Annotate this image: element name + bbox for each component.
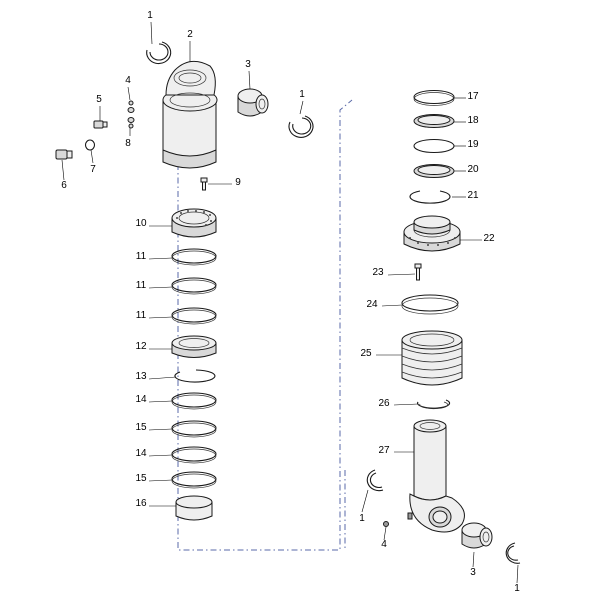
part-19-ring [413,138,455,154]
part-1-circlip-c [366,469,384,492]
callout-c1b: 1 [299,89,305,100]
part-20-ring [413,164,455,178]
part-27-piston-rod [407,419,465,533]
part-11-ring-a [171,248,217,266]
callout-c10: 10 [135,218,147,229]
part-21-snap-ring [409,190,451,204]
callout-c15b: 15 [135,473,147,484]
callout-c1a: 1 [147,10,153,21]
part-14-seal-a [171,392,217,410]
part-8-nut [127,117,135,129]
callout-c16: 16 [135,498,147,509]
callout-c14b: 14 [135,448,147,459]
part-26-snap-ring [417,399,451,410]
part-11-ring-b [171,277,217,295]
part-22-piston [403,215,461,252]
part-23-bolt [414,263,422,281]
part-13-snap-ring [174,369,216,383]
part-4-nut-b [383,521,389,527]
callout-c9: 9 [235,177,241,188]
callout-c17: 17 [467,91,479,102]
part-16-bushing [175,495,213,521]
part-15-seal-a [171,420,217,438]
part-1-circlip-a [146,41,172,65]
part-3-bushing-a [237,88,269,117]
callout-c11b: 11 [136,280,147,291]
part-15-seal-b [171,471,217,489]
callout-c25: 25 [360,348,372,359]
callout-c5: 5 [96,94,102,105]
callout-c21: 21 [467,190,479,201]
part-1-circlip-d [505,542,521,564]
part-11-ring-c [171,307,217,325]
callout-c27: 27 [378,445,390,456]
callout-c19: 19 [467,139,479,150]
part-9-bolt [200,177,208,191]
callout-c18: 18 [467,115,479,126]
callout-c23: 23 [372,267,384,278]
callout-c4a: 4 [125,75,131,86]
callout-c8: 8 [125,138,131,149]
part-2-housing [162,60,218,169]
callout-c6: 6 [61,180,67,191]
part-6-plug [55,149,73,160]
callout-c1d: 1 [514,583,520,594]
part-25-bellows [401,330,463,386]
assembly-path-line [177,99,353,551]
callout-c2: 2 [187,29,193,40]
callout-c11c: 11 [136,310,147,321]
callout-c14a: 14 [135,394,147,405]
part-10-gland [171,208,217,238]
callout-c22: 22 [483,233,495,244]
part-18-ring [413,114,455,128]
part-3-bushing-b [461,522,493,549]
part-5-fitting [93,120,108,129]
part-14-seal-b [171,446,217,464]
callout-c4b: 4 [381,539,387,550]
part-17-ring [413,89,455,106]
callout-c13: 13 [135,371,147,382]
callout-c12: 12 [135,341,147,352]
part-7-oring [84,139,96,151]
callout-c1c: 1 [359,513,365,524]
leader-lines [61,21,519,584]
part-24-band [401,294,459,315]
callout-c24: 24 [366,299,378,310]
callout-c3a: 3 [245,59,251,70]
part-12-wiper [171,335,217,358]
callout-c15a: 15 [135,422,147,433]
callout-c7: 7 [90,164,96,175]
callout-c3b: 3 [470,567,476,578]
part-4-nut-a [127,100,135,113]
callout-c26: 26 [378,398,390,409]
part-1-circlip-b [288,115,314,138]
callout-c20: 20 [467,164,479,175]
callout-c11a: 11 [136,251,147,262]
